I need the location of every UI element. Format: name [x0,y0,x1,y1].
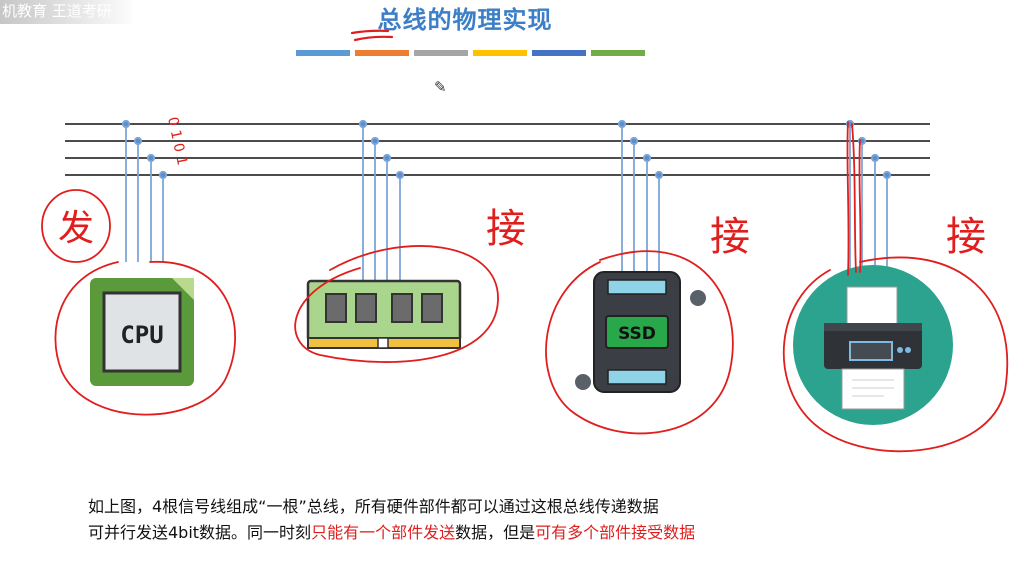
title-bar-2 [355,50,409,56]
title-underline-scribble [350,29,394,42]
caption-line-2-b: 数据，但是 [455,523,536,542]
watermark: 机教育 王道考研 [0,0,132,24]
annotation-receive-memory: 接 [486,206,526,252]
ram-module-icon [306,279,462,349]
page-title: 总线的物理实现 [377,5,553,34]
ssd-circle [545,250,734,435]
annotation-receive-ssd: 接 [710,214,750,260]
cpu-label: CPU [120,321,163,349]
printer-circle [783,256,1009,453]
title-bar-1 [296,50,350,56]
memory-circle [294,245,499,363]
caption-highlight-many-receivers: 可有多个部件接受数据 [535,523,696,542]
ssd-drive-icon: SSD [575,271,706,393]
caption-line-2-a: 可并行发送4bit数据。同一时刻 [88,523,312,542]
caption-highlight-one-sender: 只能有一个部件发送 [311,523,456,542]
memory-taps [358,119,405,282]
pencil-cursor-icon: ✎ [434,78,447,96]
annotation-send-circle [41,189,111,263]
printer-bus-scribble [846,121,862,276]
red-ink-annotations [54,121,1009,453]
bus-lines [65,123,930,176]
cpu-chip-icon: CPU [90,278,194,386]
title-bar-3 [414,50,468,56]
ssd-taps [617,119,664,272]
title-bar-6 [591,50,645,56]
cpu-circle [54,261,237,416]
printer-icon [793,265,953,425]
annotation-send: 发 [58,208,94,249]
ssd-label: SSD [618,324,656,344]
title-bar-4 [473,50,527,56]
title-bar-5 [532,50,586,56]
caption-line-1: 如上图，4根信号线组成“一根”总线，所有硬件部件都可以通过这根总线传递数据 [88,497,659,516]
caption-line-2: 可并行发送4bit数据。同一时刻只能有一个部件发送数据，但是可有多个部件接受数据 [88,520,968,546]
caption: 如上图，4根信号线组成“一根”总线，所有硬件部件都可以通过这根总线传递数据 可并… [88,494,968,546]
cpu-taps [121,119,168,262]
annotation-receive-printer: 接 [946,214,986,260]
